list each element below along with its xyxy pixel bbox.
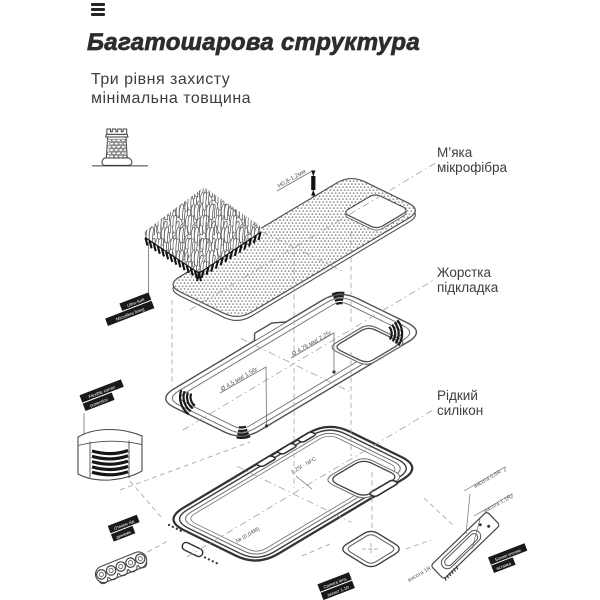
svg-text:висота 0,5R: висота 0,5R [473,469,502,489]
svg-text:protection: protection [89,397,109,409]
svg-text:H0,8-1,2мм: H0,8-1,2мм [277,169,307,190]
svg-text:висота 1,1R: висота 1,1R [483,494,512,514]
svg-text:динамік: динамік [115,529,131,539]
svg-text:вставка: вставка [496,561,513,571]
svg-text:Ultra-Soft: Ultra-Soft [126,297,145,308]
svg-text:висота 1R: висота 1R [407,566,432,584]
